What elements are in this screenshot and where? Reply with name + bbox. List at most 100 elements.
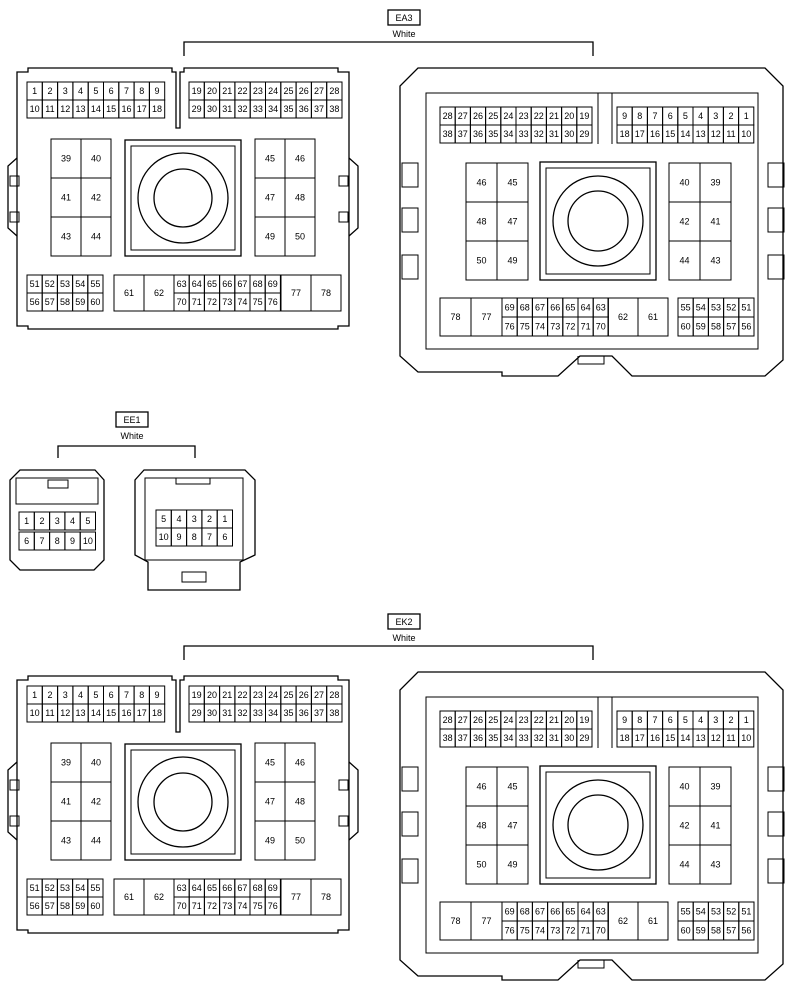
pin-cell bbox=[80, 820, 112, 861]
pin-label: 2 bbox=[728, 715, 733, 725]
pin-label: 37 bbox=[314, 708, 324, 718]
pin-label: 45 bbox=[507, 782, 517, 792]
pin-label: 64 bbox=[192, 883, 202, 893]
pin-label: 15 bbox=[665, 733, 675, 743]
pin-label: 3 bbox=[55, 516, 60, 526]
pin-label: 75 bbox=[520, 926, 530, 936]
pin-label: 53 bbox=[60, 883, 70, 893]
pin-label: 63 bbox=[177, 279, 187, 289]
pin-label: 68 bbox=[253, 279, 263, 289]
pin-cell bbox=[87, 896, 104, 916]
pin-label: 24 bbox=[503, 715, 513, 725]
pin-label: 59 bbox=[696, 926, 706, 936]
pin-label: 10 bbox=[30, 708, 40, 718]
pin-label: 73 bbox=[550, 926, 560, 936]
pin-label: 30 bbox=[564, 129, 574, 139]
pin-label: 42 bbox=[91, 193, 101, 203]
pin-label: 74 bbox=[237, 901, 247, 911]
pin-label: 13 bbox=[76, 708, 86, 718]
pin-label: 13 bbox=[76, 104, 86, 114]
pin-cell bbox=[87, 292, 104, 312]
ea3-tag: EA3 White bbox=[183, 9, 594, 56]
pin-label: 3 bbox=[63, 86, 68, 96]
pin-label: 75 bbox=[253, 297, 263, 307]
pin-label: 8 bbox=[192, 532, 197, 542]
pin-label: 44 bbox=[91, 232, 101, 242]
pin-label: 16 bbox=[121, 104, 131, 114]
pin-label: 25 bbox=[283, 86, 293, 96]
pin-label: 76 bbox=[268, 297, 278, 307]
pin-cell bbox=[79, 511, 96, 531]
pin-label: 47 bbox=[265, 797, 275, 807]
pin-label: 23 bbox=[519, 111, 529, 121]
pin-cell bbox=[148, 703, 166, 723]
pin-label: 29 bbox=[192, 104, 202, 114]
pin-label: 29 bbox=[579, 129, 589, 139]
pin-label: 37 bbox=[314, 104, 324, 114]
pin-label: 76 bbox=[505, 322, 515, 332]
pin-label: 6 bbox=[109, 86, 114, 96]
pin-cell bbox=[79, 531, 96, 551]
pin-label: 74 bbox=[535, 926, 545, 936]
pin-label: 3 bbox=[192, 514, 197, 524]
pin-label: 16 bbox=[650, 733, 660, 743]
pin-label: 2 bbox=[728, 111, 733, 121]
pin-label: 40 bbox=[91, 758, 101, 768]
pin-label: 51 bbox=[30, 883, 40, 893]
pin-label: 56 bbox=[741, 322, 751, 332]
pin-label: 30 bbox=[207, 708, 217, 718]
pin-label: 41 bbox=[61, 797, 71, 807]
pin-label: 5 bbox=[93, 86, 98, 96]
pin-label: 45 bbox=[265, 758, 275, 768]
pin-label: 44 bbox=[679, 256, 689, 266]
pin-label: 45 bbox=[265, 154, 275, 164]
pin-label: 78 bbox=[450, 312, 460, 322]
pin-label: 35 bbox=[283, 708, 293, 718]
pin-label: 24 bbox=[268, 690, 278, 700]
pin-label: 61 bbox=[124, 892, 134, 902]
pin-label: 8 bbox=[637, 111, 642, 121]
pin-label: 39 bbox=[61, 758, 71, 768]
pin-label: 2 bbox=[47, 690, 52, 700]
ek2-tag: EK2 White bbox=[183, 613, 594, 660]
pin-label: 62 bbox=[618, 916, 628, 926]
pin-label: 25 bbox=[488, 715, 498, 725]
pin-label: 64 bbox=[581, 907, 591, 917]
pin-label: 64 bbox=[581, 303, 591, 313]
pin-label: 77 bbox=[481, 916, 491, 926]
pin-label: 32 bbox=[238, 708, 248, 718]
pin-label: 17 bbox=[635, 129, 645, 139]
pin-label: 70 bbox=[177, 901, 187, 911]
pin-label: 9 bbox=[622, 715, 627, 725]
pin-label: 11 bbox=[45, 104, 54, 114]
pin-label: 1 bbox=[222, 514, 227, 524]
pin-cell bbox=[738, 920, 755, 941]
pin-label: 66 bbox=[222, 883, 232, 893]
pin-label: 73 bbox=[222, 901, 232, 911]
pin-label: 7 bbox=[207, 532, 212, 542]
pin-label: 49 bbox=[507, 860, 517, 870]
pin-label: 36 bbox=[299, 104, 309, 114]
pin-label: 9 bbox=[155, 86, 160, 96]
pin-label: 36 bbox=[299, 708, 309, 718]
pin-label: 54 bbox=[696, 303, 706, 313]
pin-label: 54 bbox=[696, 907, 706, 917]
pin-label: 19 bbox=[192, 690, 202, 700]
pin-label: 76 bbox=[268, 901, 278, 911]
pin-label: 38 bbox=[443, 129, 453, 139]
pin-label: 74 bbox=[237, 297, 247, 307]
pin-label: 21 bbox=[222, 690, 232, 700]
pin-label: 25 bbox=[488, 111, 498, 121]
pin-cell bbox=[738, 316, 755, 337]
pin-label: 72 bbox=[207, 297, 217, 307]
pin-label: 63 bbox=[596, 907, 606, 917]
pin-cell bbox=[264, 292, 281, 312]
pin-label: 48 bbox=[476, 821, 486, 831]
pin-label: 75 bbox=[253, 901, 263, 911]
pin-label: 46 bbox=[476, 782, 486, 792]
